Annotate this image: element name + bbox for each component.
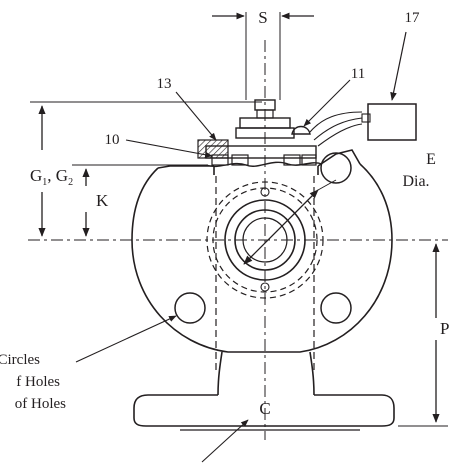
note-line-2: f Holes (16, 374, 60, 390)
label-17: 17 (405, 10, 421, 26)
sensor-box-icon (361, 103, 417, 141)
leader-c (201, 419, 249, 463)
flange-cut-right (317, 149, 361, 167)
leader-bolt-circle (75, 315, 177, 363)
bolt-hole-lower-left (174, 292, 206, 324)
label-k: K (96, 191, 109, 210)
label-g2-sub: 2 (68, 177, 73, 188)
label-c: C (259, 399, 270, 418)
pedestal-right (309, 351, 315, 396)
flange-outline (131, 163, 393, 353)
note-line-3: of Holes (15, 396, 66, 412)
dim-p (398, 243, 448, 427)
note-line-1: Circles (0, 352, 40, 368)
label-13: 13 (157, 76, 172, 92)
label-11: 11 (351, 66, 365, 82)
top-mechanism (197, 99, 417, 168)
top-flange-line (205, 161, 323, 168)
wire-1 (309, 111, 363, 133)
label-g: G (30, 166, 42, 185)
dim-s (212, 12, 314, 100)
label-g1-sub: 1 (42, 177, 47, 188)
label-e: E (426, 151, 436, 168)
dim-k (72, 164, 208, 237)
wire-2 (313, 117, 363, 141)
bolt-hole-lower-right (320, 292, 352, 324)
nut-left-2 (231, 154, 249, 166)
nut-right-2 (301, 154, 317, 166)
leader-17 (390, 31, 407, 101)
leader-11 (303, 79, 351, 127)
label-10: 10 (105, 132, 120, 148)
label-g-sep: , G (47, 166, 68, 185)
bolt-hole-top-right (320, 152, 352, 184)
flange-cut-left (157, 165, 214, 169)
label-s: S (258, 8, 267, 27)
base-foot (133, 394, 395, 427)
nut-right (283, 154, 301, 166)
bore-mark-bottom (260, 282, 270, 292)
dim-g (30, 101, 262, 237)
leader-13 (175, 91, 217, 141)
switch-dome (291, 125, 311, 135)
valve-body (131, 149, 395, 431)
label-g1-g2: G1, G2 (30, 166, 73, 188)
label-p: P (440, 319, 449, 338)
leader-10 (125, 139, 213, 158)
dim-e-diameter (243, 189, 319, 265)
dim-e-leader (317, 179, 337, 191)
label-dia: Dia. (402, 173, 429, 190)
nut-left (211, 154, 229, 166)
pedestal-left (217, 351, 223, 396)
wire-3 (317, 123, 363, 147)
